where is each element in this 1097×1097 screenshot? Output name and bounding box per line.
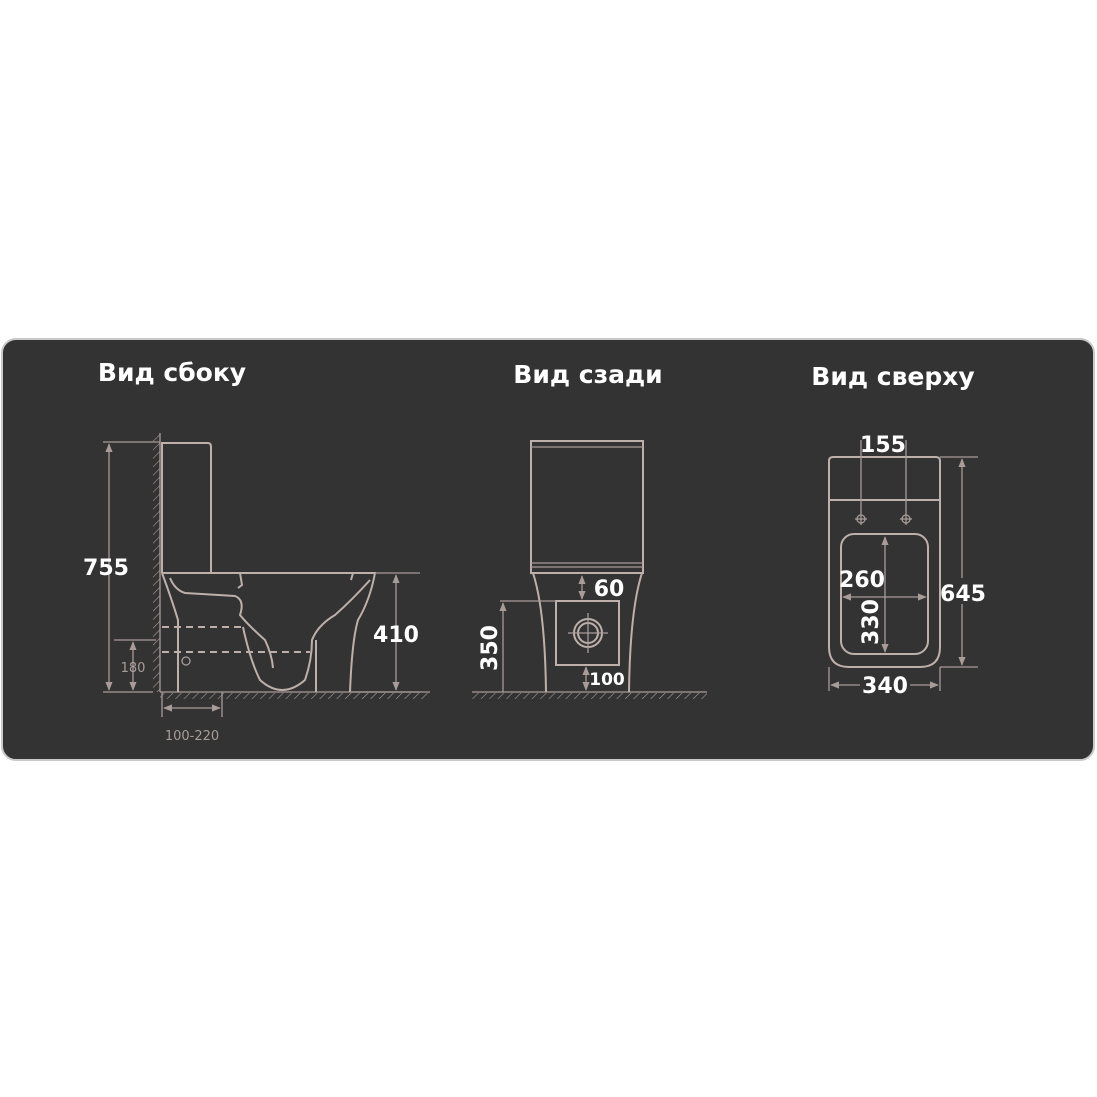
drawing-panel	[1, 338, 1095, 761]
top-view-title: Вид сверху	[811, 362, 974, 391]
dim-total-height: 755	[83, 556, 129, 581]
dim-outlet-height: 180	[121, 661, 146, 676]
back-view: Вид сзади 350 60 100	[472, 360, 707, 699]
dim-bottom-offset: 100	[589, 670, 625, 690]
dim-seat-height: 410	[373, 623, 419, 648]
floor-hatch	[472, 693, 707, 699]
side-view-title: Вид сбоку	[98, 358, 246, 387]
dim-inlet-height: 350	[478, 625, 503, 671]
dim-bowl-width: 260	[839, 568, 885, 593]
bowl-opening	[840, 533, 929, 655]
floor-hatch	[160, 693, 430, 699]
bowl-front	[162, 572, 377, 693]
dim-total-width: 340	[862, 674, 908, 699]
tank-back	[530, 440, 644, 574]
side-view: Вид сбоку 755 410 180 100-220	[83, 358, 430, 744]
tank-outline	[161, 442, 212, 573]
top-outline	[828, 456, 941, 668]
back-view-title: Вид сзади	[513, 360, 662, 389]
inlet-box	[555, 600, 620, 666]
dim-wall-distance: 100-220	[165, 729, 219, 744]
wall-hatch	[153, 433, 160, 692]
dim-bowl-length: 330	[859, 599, 884, 645]
top-view: Вид сверху 155 330 260 645 340	[811, 362, 986, 699]
dim-top-offset: 60	[594, 577, 625, 602]
dim-total-length: 645	[940, 582, 986, 607]
dim-hole-spacing: 155	[860, 433, 906, 458]
